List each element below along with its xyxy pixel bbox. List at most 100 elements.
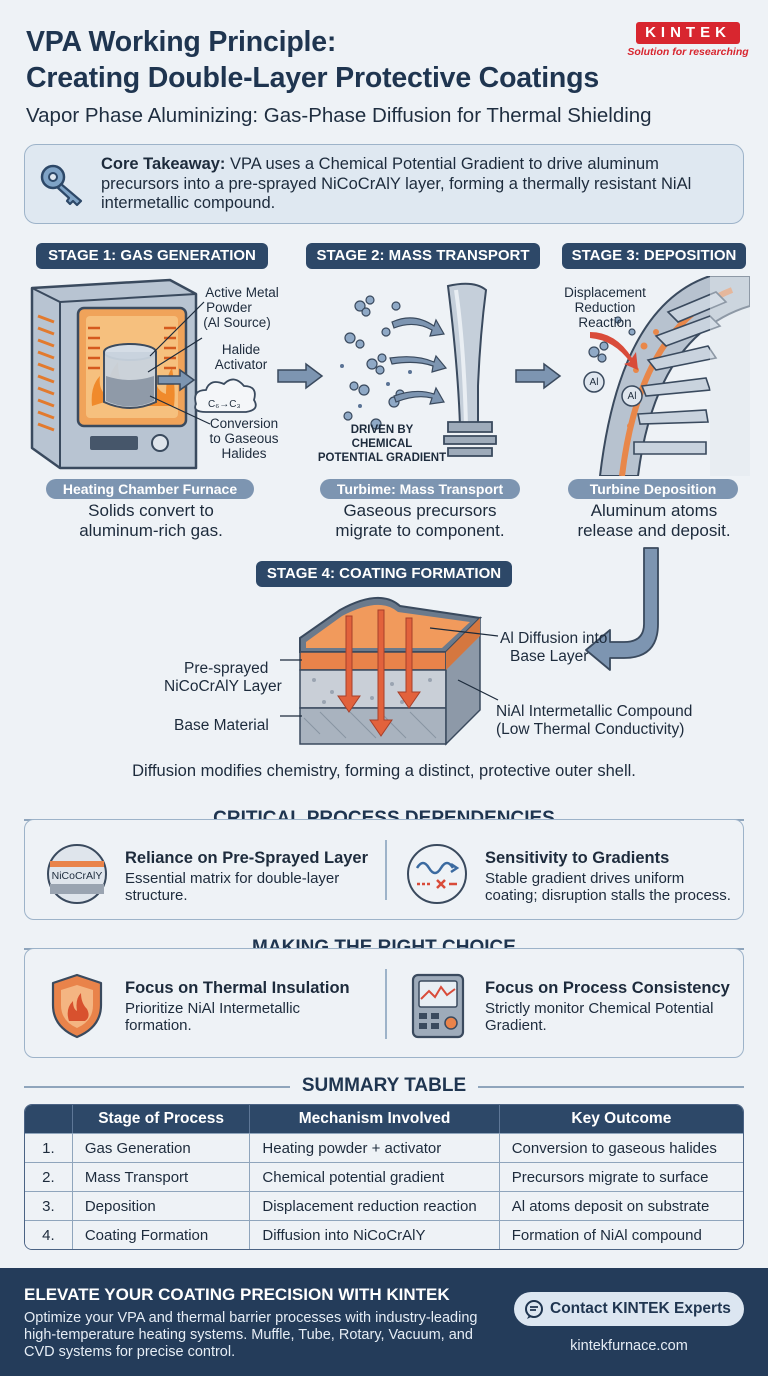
- stage1-text-l2: aluminum-rich gas.: [79, 521, 223, 540]
- table-cell: Formation of NiAl compound: [499, 1220, 743, 1249]
- table-cell: Deposition: [72, 1191, 251, 1220]
- label-halide-l1: Halide: [221, 342, 261, 357]
- core-takeaway-text: Core Takeaway: VPA uses a Chemical Poten…: [101, 155, 727, 214]
- dependency-desc-1: Essential matrix for double-layer struct…: [125, 870, 340, 904]
- divider: [24, 1086, 290, 1088]
- key-icon: [40, 164, 83, 207]
- driven-l3: POTENTIAL GRADIENT: [317, 452, 447, 464]
- summary-table-heading: SUMMARY TABLE: [301, 1075, 467, 1096]
- stage2-text-l2: migrate to component.: [335, 521, 505, 540]
- footer-text: Optimize your VPA and thermal barrier pr…: [24, 1310, 478, 1360]
- stage3-text-l2: release and deposit.: [577, 521, 731, 540]
- page-subtitle: Vapor Phase Aluminizing: Gas-Phase Diffu…: [26, 104, 652, 127]
- coating-cross-section-illustration: [280, 596, 499, 746]
- page-title-line1: VPA Working Principle:: [26, 26, 337, 58]
- choice-desc-2: Strictly monitor Chemical Potential Grad…: [485, 1000, 714, 1034]
- label-powder-l3: (Al Source): [203, 315, 271, 330]
- logo-brand: KINTEK: [636, 22, 740, 44]
- page-title-line2: Creating Double-Layer Protective Coating…: [26, 62, 600, 94]
- table-row: 3. Deposition Displacement reduction rea…: [25, 1191, 743, 1220]
- layer-sample-icon: [47, 844, 107, 904]
- gradient-wave-icon: [407, 844, 467, 904]
- label-conv-l2: to Gaseous: [209, 431, 279, 446]
- summary-table: Stage of Process Mechanism Involved Key …: [24, 1104, 744, 1250]
- logo-tagline: Solution for researching: [627, 46, 749, 58]
- label-base-material: Base Material: [174, 717, 269, 734]
- table-header-row: Stage of Process Mechanism Involved Key …: [25, 1105, 743, 1133]
- table-cell: Heating powder + activator: [250, 1133, 500, 1162]
- arrow-stage2-3-icon: [515, 362, 562, 390]
- driven-l2: CHEMICAL: [351, 438, 413, 450]
- arrow-stage1-2-icon: [277, 362, 324, 390]
- website-link[interactable]: kintekfurnace.com: [570, 1338, 688, 1354]
- driven-l1: DRIVEN BY: [350, 424, 414, 436]
- mass-transport-illustration: [340, 282, 497, 457]
- table-cell: Displacement reduction reaction: [250, 1191, 500, 1220]
- label-conv-l1: Conversion: [209, 416, 279, 431]
- dependency-title-1: Reliance on Pre-Sprayed Layer: [125, 849, 369, 867]
- label-displacement-l1: Displacement: [564, 285, 646, 300]
- stage1-pill: STAGE 1: GAS GENERATION: [36, 243, 268, 269]
- stage2-caption: Turbime: Mass Transport: [320, 479, 520, 499]
- table-cell: 2.: [25, 1162, 73, 1191]
- choice-desc-1: Prioritize NiAl Intermetallic formation.: [125, 1000, 301, 1034]
- core-takeaway-box: Core Takeaway: VPA uses a Chemical Poten…: [24, 144, 744, 224]
- table-cell: Gas Generation: [72, 1133, 251, 1162]
- table-cell: Diffusion into NiCoCrAlY: [250, 1220, 500, 1249]
- contact-experts-button[interactable]: Contact KINTEK Experts: [514, 1292, 744, 1326]
- arrow-stage3-4-icon: [585, 547, 659, 671]
- table-cell: Mass Transport: [72, 1162, 251, 1191]
- stage1-caption: Heating Chamber Furnace: [46, 479, 254, 499]
- card-divider: [385, 840, 387, 900]
- core-takeaway-body: VPA uses a Chemical Potential Gradient t…: [101, 155, 692, 212]
- column-header: [25, 1105, 73, 1133]
- table-cell: 3.: [25, 1191, 73, 1220]
- stage2-text-l1: Gaseous precursors: [343, 501, 497, 520]
- table-cell: Coating Formation: [72, 1220, 251, 1249]
- label-nial-l2: (Low Thermal Conductivity): [496, 721, 685, 738]
- column-header: Key Outcome: [499, 1105, 743, 1133]
- table-cell: 4.: [25, 1220, 73, 1249]
- dependency-desc-2: Stable gradient drives uniform coating; …: [485, 870, 731, 904]
- label-displacement-l3: Reaction: [578, 315, 632, 330]
- card-divider: [385, 969, 387, 1039]
- table-cell: Al atoms deposit on substrate: [499, 1191, 743, 1220]
- furnace-illustration: [30, 278, 257, 470]
- label-powder-l2: Powder: [206, 300, 252, 315]
- table-row: 4. Coating Formation Diffusion into NiCo…: [25, 1220, 743, 1249]
- label-presprayed-l1: Pre-sprayed: [184, 660, 269, 677]
- stage1-text-l1: Solids convert to: [88, 501, 214, 520]
- table-cell: Precursors migrate to surface: [499, 1162, 743, 1191]
- stage4-pill: STAGE 4: COATING FORMATION: [256, 561, 512, 587]
- dependency-title-2: Sensitivity to Gradients: [485, 849, 670, 867]
- dependencies-card: NiCoCrAlY Reliance on Pre-Sprayed Layer …: [24, 819, 744, 920]
- core-takeaway-label: Core Takeaway:: [101, 155, 226, 173]
- cloud-formula: C₆→C₃: [208, 399, 241, 410]
- stage2-pill: STAGE 2: MASS TRANSPORT: [306, 243, 540, 269]
- stage3-caption: Turbine Deposition: [568, 479, 738, 499]
- monitor-device-icon: [411, 973, 465, 1039]
- divider: [478, 1086, 744, 1088]
- al-atom-1: Al: [589, 377, 599, 388]
- contact-experts-label: Contact KINTEK Experts: [550, 1300, 731, 1317]
- kintek-logo[interactable]: KINTEK Solution for researching: [622, 22, 754, 62]
- column-header: Mechanism Involved: [250, 1105, 500, 1133]
- label-conv-l3: Halides: [221, 446, 267, 461]
- label-nial-l1: NiAl Intermetallic Compound: [496, 703, 693, 720]
- label-powder-l1: Active Metal: [205, 285, 279, 300]
- footer-banner: ELEVATE YOUR COATING PRECISION WITH KINT…: [0, 1268, 768, 1376]
- label-halide-l2: Activator: [214, 357, 268, 372]
- nicocraly-badge: NiCoCrAlY: [51, 870, 103, 882]
- flame-shield-icon: [51, 973, 103, 1039]
- table-cell: 1.: [25, 1133, 73, 1162]
- deposition-illustration: [583, 276, 750, 476]
- choice-title-2: Focus on Process Consistency: [485, 979, 730, 997]
- label-displacement-l2: Reduction: [574, 300, 636, 315]
- choice-title-1: Focus on Thermal Insulation: [125, 979, 350, 997]
- stage4-summary: Diffusion modifies chemistry, forming a …: [132, 762, 636, 780]
- table-cell: Chemical potential gradient: [250, 1162, 500, 1191]
- label-al-diffusion-l2: Base Layer: [510, 648, 589, 665]
- label-presprayed-l2: NiCoCrAlY Layer: [164, 678, 282, 695]
- footer-heading: ELEVATE YOUR COATING PRECISION WITH KINT…: [24, 1285, 450, 1304]
- stage3-text-l1: Aluminum atoms: [590, 501, 718, 520]
